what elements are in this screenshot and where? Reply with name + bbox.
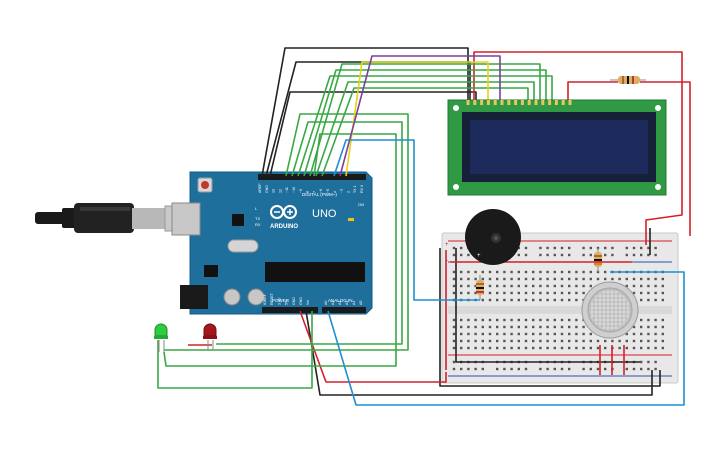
arduino-uno-board[interactable]: ARDUINO UNO DIGITAL (PWM~) POWER ANALOG …: [171, 171, 373, 315]
pin-label: TX 1: [353, 185, 357, 193]
pin-label: ~6: [319, 189, 323, 193]
pin-label: A0: [324, 301, 328, 305]
board-model-label: UNO: [312, 208, 337, 220]
pin-label: 12: [278, 189, 282, 193]
pin-label: AREF: [258, 183, 262, 193]
digital-header: [258, 174, 366, 180]
breadboard[interactable]: + -: [441, 232, 679, 384]
arduino-logo-icon: [270, 205, 297, 219]
pin-label: ~10: [292, 187, 296, 193]
lcd-display[interactable]: [447, 99, 667, 196]
pin-label: RX 0: [360, 185, 364, 193]
analog-in-label: ANALOG IN: [328, 298, 353, 303]
power-header: [262, 307, 318, 313]
pin-label: A3: [345, 301, 349, 305]
pin-label: 4: [333, 191, 337, 193]
usb-cable: [35, 203, 194, 233]
resistor-sensor: [594, 248, 602, 272]
lcd-pin-header: [466, 100, 572, 105]
pin-label: 7: [312, 191, 316, 193]
piezo-buzzer[interactable]: +: [465, 209, 521, 265]
pin-label: A1: [331, 301, 335, 305]
rx-led-label: RX: [255, 222, 261, 227]
led-red[interactable]: [203, 323, 217, 350]
pin-label: A4: [352, 301, 356, 305]
power-label: POWER: [272, 298, 290, 303]
resistor-buzzer: [476, 275, 484, 300]
sensor-mesh: [590, 290, 630, 330]
pin-label: 2: [346, 191, 350, 193]
digital-pins-label: DIGITAL (PWM~): [302, 192, 337, 197]
l-led-label: L: [255, 206, 258, 211]
pin-label: 8: [306, 191, 310, 193]
rail-plus-label: +: [445, 242, 449, 248]
on-led-label: ON: [358, 202, 364, 207]
pin-label: ~5: [326, 189, 330, 193]
pin-label: ~9: [299, 189, 303, 193]
pin-label: GND: [292, 297, 296, 305]
pin-label: ~3: [340, 189, 344, 193]
arduino-logo-text: ARDUINO: [270, 224, 298, 230]
pin-label: GND: [265, 185, 269, 193]
pin-label: RESET: [270, 292, 274, 305]
tx-led-label: TX: [255, 216, 260, 221]
rail-minus-label: -: [446, 258, 448, 264]
led-green[interactable]: [154, 323, 168, 352]
pin-label: ~11: [285, 187, 289, 193]
pin-label: GND: [299, 297, 303, 305]
lcd-screen: [470, 120, 648, 174]
wires: [157, 47, 691, 406]
pin-label: A5: [359, 301, 363, 305]
pin-label: A2: [338, 301, 342, 305]
analog-header: [322, 307, 366, 313]
pin-label: 5V: [285, 300, 289, 305]
pin-label: IOREF: [263, 293, 267, 305]
microcontroller-chip: [265, 262, 365, 282]
pin-label: Vin: [306, 300, 310, 305]
resistor-lcd: [610, 76, 646, 84]
pin-label: 13: [272, 189, 276, 193]
gas-sensor[interactable]: [581, 281, 639, 339]
svg-text:+: +: [477, 253, 481, 259]
pin-label: 3.3V: [277, 297, 281, 305]
